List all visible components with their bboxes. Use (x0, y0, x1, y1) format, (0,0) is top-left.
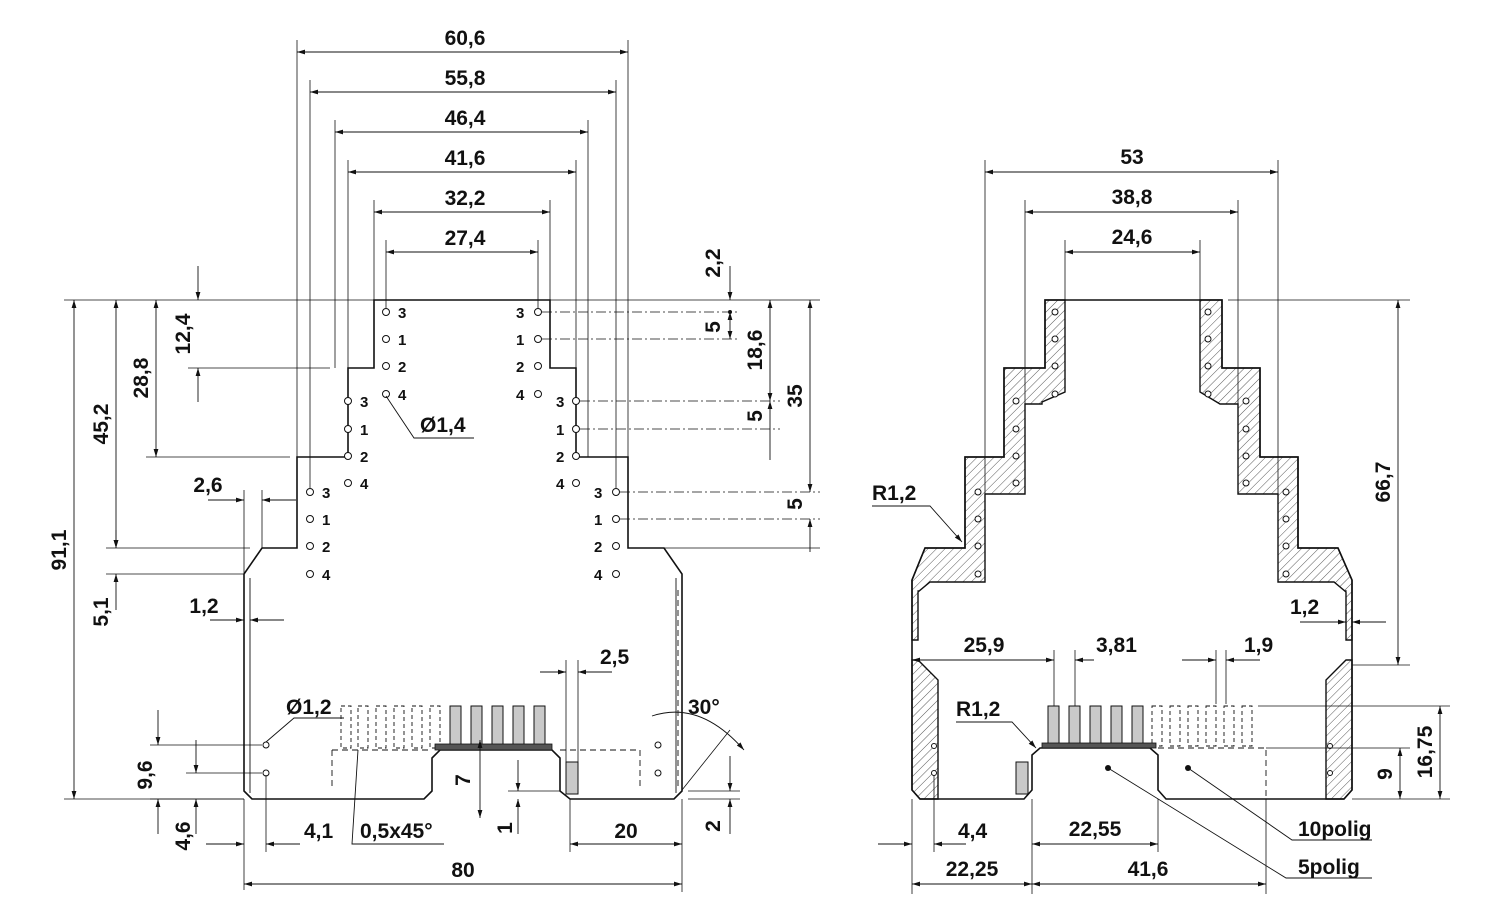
pin-label: 1 (398, 332, 406, 349)
pin-holes (306, 308, 620, 578)
pin-label: 1 (360, 422, 368, 439)
top-dimension-lines (297, 49, 628, 255)
right-wall-holes (931, 308, 1333, 776)
dim-20: 20 (614, 820, 637, 843)
dim-41-6: 41,6 (445, 147, 486, 170)
pin-label: 3 (516, 305, 524, 322)
pin-label: 2 (322, 539, 330, 556)
pin-label: 2 (398, 359, 406, 376)
dim-16-75: 16,75 (1414, 725, 1437, 778)
pin-label: 2 (360, 449, 368, 466)
left-view: 3 1 2 4 3 1 2 4 3 1 2 4 3 1 2 4 3 1 2 4 … (48, 27, 820, 892)
dim-55-8: 55,8 (445, 67, 486, 90)
pin-label: 4 (360, 476, 369, 493)
pin-label: 4 (594, 567, 603, 584)
dim-2-5: 2,5 (600, 646, 630, 669)
dim-12-4: 12,4 (172, 313, 195, 354)
pin-label: 2 (556, 449, 564, 466)
dim-66-7: 66,7 (1372, 462, 1395, 503)
dim-9: 9 (1374, 768, 1397, 780)
dim-45-2: 45,2 (90, 404, 113, 445)
pin-label: 2 (594, 539, 602, 556)
dim-30-deg: 30° (688, 696, 720, 719)
dim-1-9: 1,9 (1244, 634, 1273, 657)
dim-91-1: 91,1 (48, 529, 71, 570)
top-extension-lines (296, 40, 629, 548)
dim-27-4: 27,4 (445, 227, 486, 250)
dim-5-b: 5 (744, 410, 767, 422)
pin-label: 1 (322, 512, 330, 529)
dim-5-1: 5,1 (90, 597, 113, 627)
pin-label: 1 (516, 332, 524, 349)
dim-53: 53 (1120, 146, 1143, 169)
dim-22-55: 22,55 (1069, 818, 1122, 841)
left-pin-header (340, 705, 579, 795)
dim-35: 35 (784, 384, 807, 408)
dim-28-8: 28,8 (130, 357, 153, 398)
label-5polig: 5polig (1298, 856, 1360, 879)
dim-38-8: 38,8 (1112, 186, 1153, 209)
dim-r1-2-top: R1,2 (872, 482, 916, 505)
dim-24-6: 24,6 (1112, 226, 1153, 249)
dim-2: 2 (702, 820, 725, 832)
dim-dia-1-2: Ø1,2 (286, 696, 332, 719)
pin-label: 3 (398, 305, 406, 322)
pin-label: 4 (398, 387, 407, 404)
dim-60-6: 60,6 (445, 27, 486, 50)
dim-r1-2-bottom: R1,2 (956, 698, 1000, 721)
pin-label: 4 (516, 387, 525, 404)
dim-1: 1 (494, 822, 517, 834)
dim-1-2: 1,2 (189, 595, 218, 618)
dim-18-6: 18,6 (744, 330, 767, 371)
dim-25-9: 25,9 (964, 634, 1005, 657)
dim-80: 80 (451, 859, 474, 882)
right-view: 53 38,8 24,6 R1,2 66,7 1,2 25,9 3,81 1,9… (872, 146, 1450, 894)
pin-label: 2 (516, 359, 524, 376)
pin-label: 3 (322, 485, 330, 502)
pin-label: 1 (556, 422, 564, 439)
dim-46-4: 46,4 (445, 107, 486, 130)
dim-5-a: 5 (702, 321, 725, 333)
dim-dia-1-4: Ø1,4 (420, 414, 466, 437)
dim-4-1: 4,1 (304, 820, 334, 843)
dim-chamfer: 0,5x45° (360, 820, 433, 843)
pin-label: 3 (360, 394, 368, 411)
dim-4-6: 4,6 (172, 821, 195, 850)
dim-9-6: 9,6 (134, 760, 157, 789)
dim-41-6-bottom: 41,6 (1128, 858, 1169, 881)
dim-2-6: 2,6 (193, 474, 222, 497)
dim-32-2: 32,2 (445, 187, 486, 210)
dim-7: 7 (452, 774, 475, 786)
dim-22-25: 22,25 (946, 858, 999, 881)
label-10polig: 10polig (1298, 818, 1372, 841)
pin-labels: 3 1 2 4 3 1 2 4 3 1 2 4 3 1 2 4 3 1 2 4 … (322, 305, 603, 584)
right-pin-header (1015, 705, 1253, 795)
pin-label: 4 (556, 476, 565, 493)
pin-label: 3 (556, 394, 564, 411)
dim-3-81: 3,81 (1096, 634, 1137, 657)
pin-label: 1 (594, 512, 602, 529)
dim-w-1-2: 1,2 (1290, 596, 1319, 619)
dim-4-4: 4,4 (958, 820, 988, 843)
dim-5-c: 5 (784, 498, 807, 510)
pin-label: 3 (594, 485, 602, 502)
pin-label: 4 (322, 567, 331, 584)
dim-2-2: 2,2 (702, 248, 725, 277)
